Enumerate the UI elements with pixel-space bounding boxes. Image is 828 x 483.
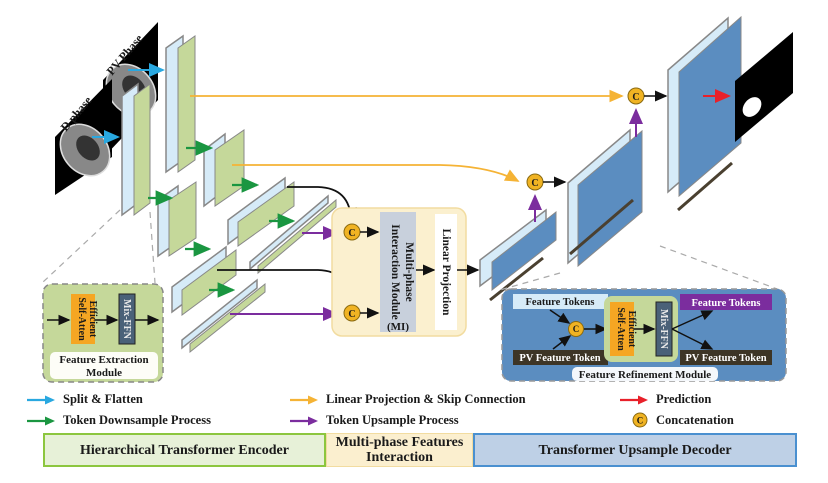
encoder-stage3-d-tokens — [171, 245, 237, 316]
decoder-stage1-tokens — [479, 208, 557, 302]
svg-text:Linear Projection: Linear Projection — [440, 229, 452, 316]
svg-text:C: C — [531, 178, 538, 189]
svg-text:C: C — [348, 309, 355, 320]
segmentation-mask-output — [735, 32, 793, 142]
legend-label: Token Downsample Process — [63, 413, 211, 427]
legend-label: Token Upsample Process — [326, 413, 459, 427]
frm-output-pv-tokens: PV Feature Token — [685, 353, 766, 364]
svg-text:Self-Atten: Self-Atten — [615, 307, 626, 351]
feature-extraction-module: Efficient Self-Atten Mix-FFN Feature Ext… — [42, 283, 164, 383]
linear-projection-block — [435, 214, 457, 330]
legend-prediction: Prediction — [620, 392, 711, 407]
svg-text:Mix-FFN: Mix-FFN — [121, 299, 132, 340]
callout-lines — [41, 209, 781, 291]
legend-label: Concatenation — [656, 412, 734, 427]
frm-input-pv-tokens: PV Feature Token — [519, 353, 600, 364]
svg-text:Multi-phase: Multi-phase — [403, 242, 415, 301]
orange-arrow-icon — [290, 395, 318, 404]
encoder-stage2-pv-tokens — [203, 129, 245, 208]
decoder-stage3-tokens — [667, 15, 742, 212]
encoder-stage2-d-tokens — [157, 181, 197, 258]
legend-token-downsample: Token Downsample Process — [27, 413, 211, 428]
concat-icon: C — [632, 412, 648, 428]
decoder-stage2-tokens — [567, 128, 643, 268]
svg-text:Feature Extraction: Feature Extraction — [59, 354, 148, 366]
svg-text:Module: Module — [86, 367, 122, 379]
legend-concatenation: C Concatenation — [632, 412, 734, 428]
red-arrow-icon — [620, 395, 648, 404]
svg-text:C: C — [573, 324, 580, 334]
svg-text:Feature Refinement Module: Feature Refinement Module — [579, 369, 711, 381]
encoder-stage4-d-tokens — [181, 278, 266, 354]
svg-text:Mix-FFN: Mix-FFN — [658, 309, 669, 350]
encoder-stage1-pv-tokens — [165, 34, 196, 174]
svg-text:Interaction Module: Interaction Module — [389, 224, 401, 320]
svg-text:Efficient: Efficient — [87, 301, 98, 338]
encoder-stage4-pv-tokens — [249, 194, 337, 275]
skip-connections — [190, 89, 624, 182]
green-arrow-icon — [27, 416, 55, 425]
purple-arrow-icon — [290, 416, 318, 425]
legend-split-flatten: Split & Flatten — [27, 392, 143, 407]
mi-module-block — [380, 212, 416, 332]
svg-text:C: C — [632, 92, 639, 103]
legend-token-upsample: Token Upsample Process — [290, 413, 459, 428]
legend-label: Prediction — [656, 392, 712, 406]
frm-input-feature-tokens: Feature Tokens — [526, 297, 595, 308]
encoder-stage3-pv-tokens — [227, 176, 295, 247]
frm-output-feature-tokens: Feature Tokens — [692, 298, 761, 309]
svg-text:C: C — [637, 416, 644, 426]
svg-text:C: C — [348, 228, 355, 239]
encoder-stage1-d-tokens — [121, 82, 151, 217]
svg-text:Efficient: Efficient — [626, 311, 637, 348]
token-downsample-arrows — [148, 140, 296, 298]
legend-linear-projection-skip: Linear Projection & Skip Connection — [290, 392, 526, 407]
feature-refinement-module: Feature Tokens PV Feature Token C Effici… — [501, 288, 787, 382]
fem-attention-block — [71, 294, 95, 344]
blue-arrow-icon — [27, 395, 55, 404]
encoder-band: Hierarchical Transformer Encoder — [43, 433, 326, 467]
legend-label: Split & Flatten — [63, 392, 143, 406]
legend-label: Linear Projection & Skip Connection — [326, 392, 526, 406]
upsample-into-mi-arrows — [230, 226, 339, 321]
decoder-band: Transformer Upsample Decoder — [473, 433, 797, 467]
svg-text:Self-Atten: Self-Atten — [76, 297, 87, 341]
fem-ffn-block — [118, 293, 136, 345]
svg-text:(MI): (MI) — [387, 321, 409, 333]
interaction-band: Multi-phase Features Interaction — [326, 433, 473, 467]
